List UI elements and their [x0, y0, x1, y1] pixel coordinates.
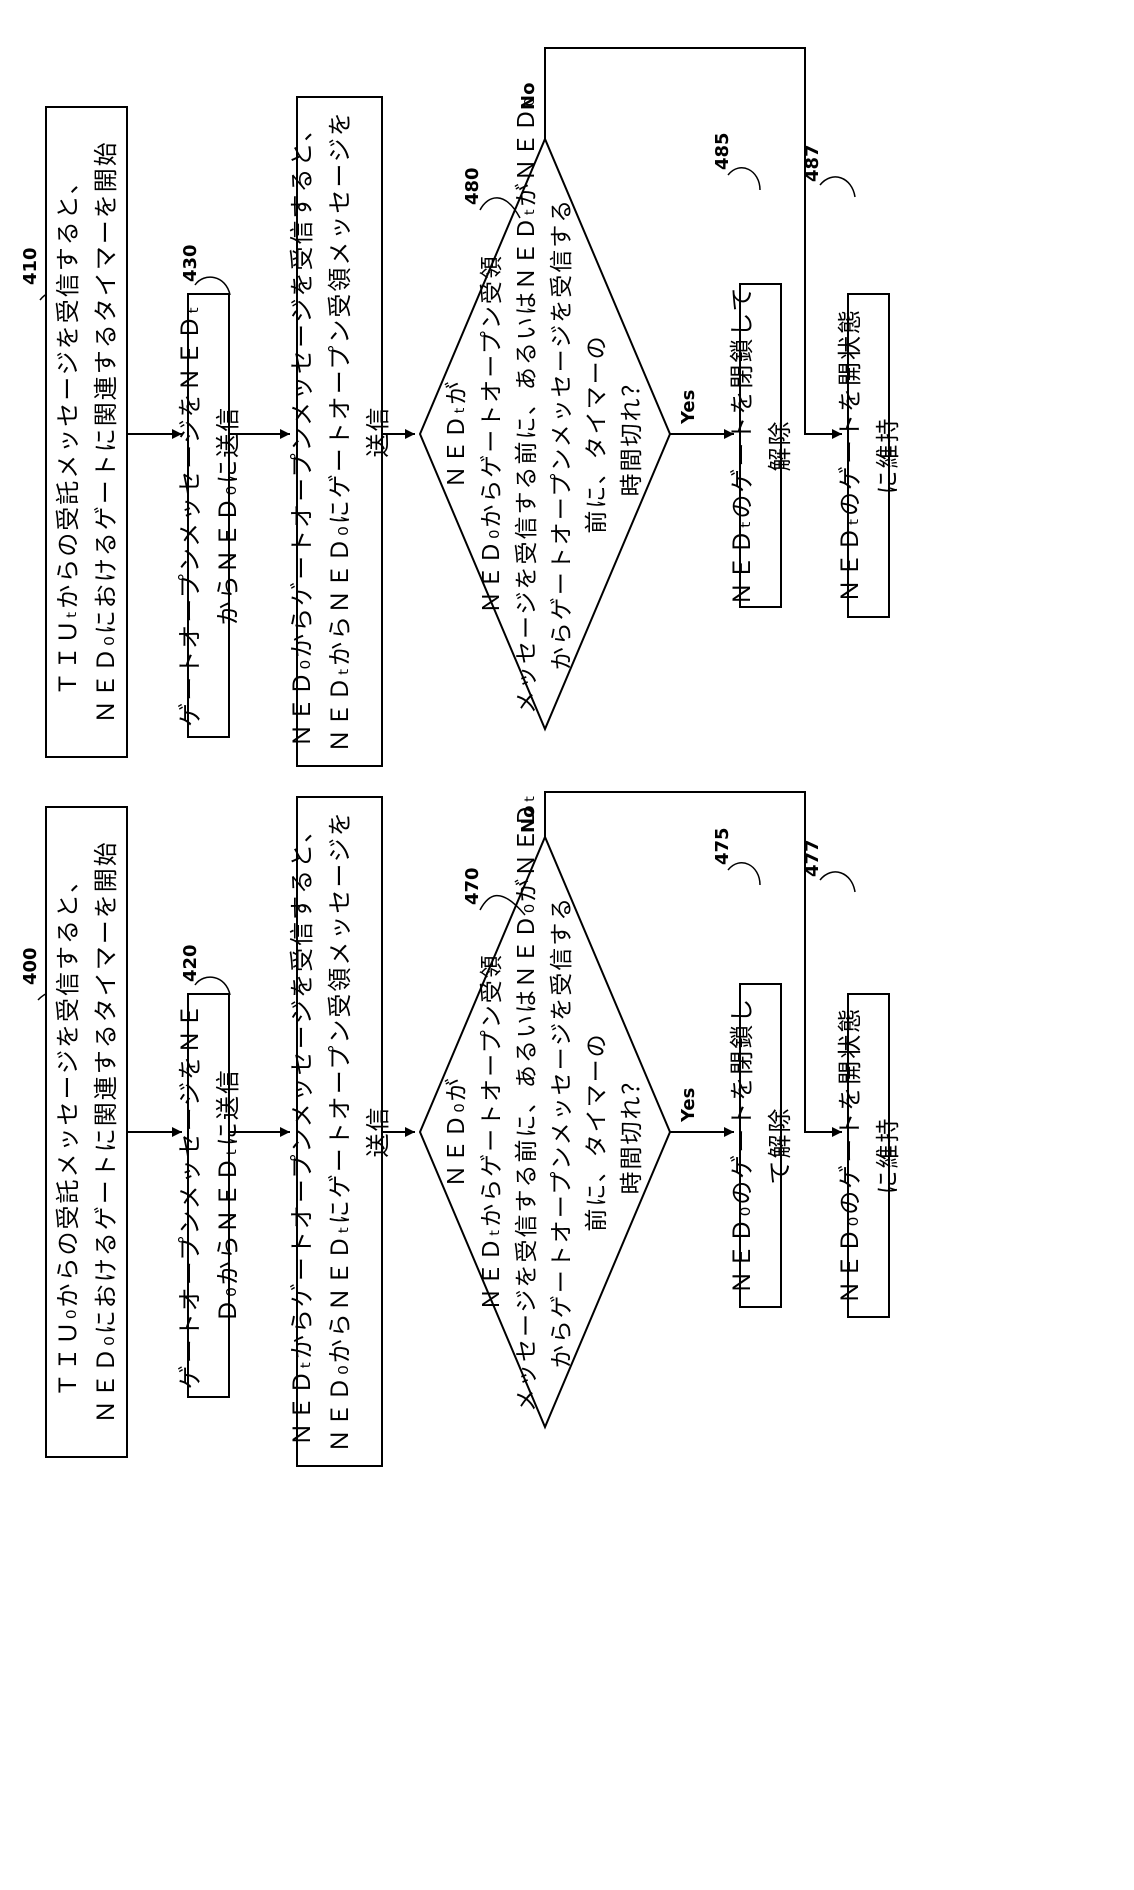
- step-box-400: ＴＩＵ₀からの受託メッセージを受信すると、 ＮＥＤ₀におけるゲートに関連するタイ…: [45, 806, 128, 1458]
- ref-label-430: 430: [180, 244, 201, 282]
- no-label-470: No: [518, 806, 539, 833]
- decision-text-480: ＮＥＤₜが ＮＥＤ₀からゲートオープン受領 メッセージを受信する前に、あるいはＮ…: [440, 154, 650, 714]
- yes-label-470: Yes: [678, 1088, 699, 1122]
- step-box-410: ＴＩＵₜからの受託メッセージを受信すると、 ＮＥＤ₀におけるゲートに関連するタイ…: [45, 106, 128, 758]
- step-box-460: ＮＥＤ₀からゲートオープンメッセージを受信すると、 ＮＥＤₜからＮＥＤ₀にゲート…: [296, 96, 383, 767]
- step-box-487: ＮＥＤₜのゲートを開状態に維持: [847, 293, 890, 618]
- leader-485: [728, 168, 760, 190]
- step-477-text: ＮＥＤ₀のゲートを開状態に維持: [831, 995, 907, 1316]
- decision-470-line-6: 時間切れ？: [615, 852, 650, 1412]
- ref-label-477: 477: [802, 839, 823, 877]
- step-box-420: ゲートオープンメッセージをＮＥＤ₀からＮＥＤₜに送信: [187, 993, 230, 1398]
- step-460-line-1: ＮＥＤ₀からゲートオープンメッセージを受信すると、: [283, 98, 321, 765]
- leader-475: [728, 863, 760, 885]
- leader-477: [820, 872, 855, 892]
- step-410-line-1: ＴＩＵₜからの受託メッセージを受信すると、: [49, 140, 87, 724]
- ref-label-475: 475: [712, 827, 733, 865]
- yes-label-480: Yes: [678, 390, 699, 424]
- decision-470-line-3: メッセージを受信する前に、あるいはＮＥＤ₀がＮＥＤₜ: [510, 852, 545, 1412]
- decision-480-line-6: 時間切れ？: [615, 154, 650, 714]
- step-400-line-2: ＮＥＤ₀におけるゲートに関連するタイマーを開始: [87, 840, 125, 1424]
- decision-480-line-2: ＮＥＤ₀からゲートオープン受領: [475, 154, 510, 714]
- decision-480-line-5: 前に、タイマーの: [580, 154, 615, 714]
- decision-470-line-2: ＮＥＤₜからゲートオープン受領: [475, 852, 510, 1412]
- step-420-text: ゲートオープンメッセージをＮＥＤ₀からＮＥＤₜに送信: [171, 995, 247, 1396]
- ref-label-410: 410: [20, 247, 41, 285]
- step-487-text: ＮＥＤₜのゲートを開状態に維持: [831, 295, 907, 616]
- decision-480-line-3: メッセージを受信する前に、あるいはＮＥＤₜがＮＥＤ₀: [510, 154, 545, 714]
- decision-470-line-1: ＮＥＤ₀が: [440, 852, 475, 1412]
- ref-label-487: 487: [802, 144, 823, 182]
- step-box-485: ＮＥＤₜのゲートを閉鎖して解除: [739, 283, 782, 608]
- decision-470-line-5: 前に、タイマーの: [580, 852, 615, 1412]
- step-485-text: ＮＥＤₜのゲートを閉鎖して解除: [723, 285, 799, 606]
- step-box-430: ゲートオープンメッセージをＮＥＤₜからＮＥＤ₀に送信: [187, 293, 230, 738]
- step-440-line-2: ＮＥＤ₀からＮＥＤₜにゲートオープン受領メッセージを送信: [321, 798, 397, 1465]
- ref-label-400: 400: [20, 947, 41, 985]
- leader-487: [820, 177, 855, 197]
- step-460-line-2: ＮＥＤₜからＮＥＤ₀にゲートオープン受領メッセージを送信: [321, 98, 397, 765]
- decision-480-line-4: からゲートオープンメッセージを受信する: [545, 154, 580, 714]
- step-400-line-1: ＴＩＵ₀からの受託メッセージを受信すると、: [49, 840, 87, 1424]
- step-440-line-1: ＮＥＤₜからゲートオープンメッセージを受信すると、: [283, 798, 321, 1465]
- step-box-475: ＮＥＤ₀のゲートを閉鎖して解除: [739, 983, 782, 1308]
- step-410-line-2: ＮＥＤ₀におけるゲートに関連するタイマーを開始: [87, 140, 125, 724]
- no-label-480: No: [518, 83, 539, 110]
- ref-label-485: 485: [712, 132, 733, 170]
- decision-470-line-4: からゲートオープンメッセージを受信する: [545, 852, 580, 1412]
- step-box-440: ＮＥＤₜからゲートオープンメッセージを受信すると、 ＮＥＤ₀からＮＥＤₜにゲート…: [296, 796, 383, 1467]
- decision-480-line-1: ＮＥＤₜが: [440, 154, 475, 714]
- step-475-text: ＮＥＤ₀のゲートを閉鎖して解除: [723, 985, 799, 1306]
- step-430-text: ゲートオープンメッセージをＮＥＤₜからＮＥＤ₀に送信: [171, 295, 247, 736]
- step-box-477: ＮＥＤ₀のゲートを開状態に維持: [847, 993, 890, 1318]
- ref-label-420: 420: [180, 944, 201, 982]
- decision-text-470: ＮＥＤ₀が ＮＥＤₜからゲートオープン受領 メッセージを受信する前に、あるいはＮ…: [440, 852, 650, 1412]
